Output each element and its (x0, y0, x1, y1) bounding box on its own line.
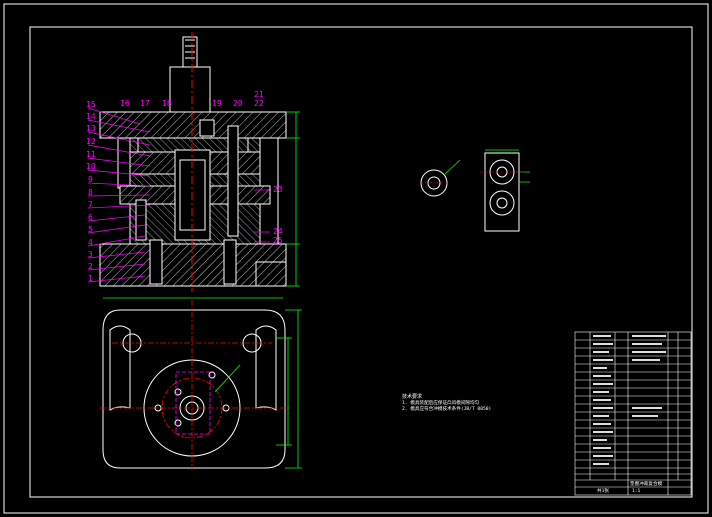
inner-frame (29, 26, 693, 498)
leader-lines (87, 107, 270, 283)
part-label-8: 8 (88, 188, 93, 197)
tech-requirements-title: 技术要求 (402, 393, 422, 400)
front-section-view (99, 36, 287, 287)
part-label-17: 17 (140, 99, 150, 108)
part-label-18: 18 (162, 99, 172, 108)
tech-requirements-line-2: 2. 模具应符合冲模技术条件(JB/T 8050) (402, 405, 491, 412)
title-block-scale: 1:1 (632, 488, 641, 494)
title-block-text-placeholders (593, 335, 666, 465)
part-label-3: 3 (88, 250, 93, 259)
part-label-7: 7 (88, 200, 93, 209)
part-label-1: 1 (88, 274, 93, 283)
plan-view-center-marks (100, 300, 290, 470)
part-label-4: 4 (88, 238, 93, 247)
part-label-25: 25 (273, 236, 283, 245)
part-label-2: 2 (88, 262, 93, 271)
part-label-9: 9 (88, 175, 93, 184)
part-label-10: 10 (86, 162, 96, 171)
front-dimensions (103, 111, 300, 299)
part-label-19: 19 (212, 99, 222, 108)
outer-frame (3, 3, 709, 514)
part-label-21: 21 (254, 90, 264, 99)
part-label-14: 14 (86, 112, 96, 121)
part-label-12: 12 (86, 137, 96, 146)
part-label-5: 5 (88, 225, 93, 234)
part-label-22: 22 (254, 99, 264, 108)
part-label-15: 15 (86, 100, 96, 109)
part-label-11: 11 (86, 150, 96, 159)
title-block-drawing-title: 垫圈冲裁复合模 (630, 480, 663, 487)
part-label-13: 13 (86, 124, 96, 133)
part-label-16: 16 (120, 99, 130, 108)
tech-requirements-line-1: 1. 模具装配后应保证凸凹模间隙均匀 (402, 399, 480, 406)
title-block-sheet: 共1张 (597, 487, 609, 494)
title-block (574, 331, 692, 496)
plan-view-dimensions (214, 309, 302, 469)
part-label-24: 24 (273, 227, 283, 236)
part-label-20: 20 (233, 99, 243, 108)
part-label-23: 23 (273, 185, 283, 194)
part-label-6: 6 (88, 213, 93, 222)
